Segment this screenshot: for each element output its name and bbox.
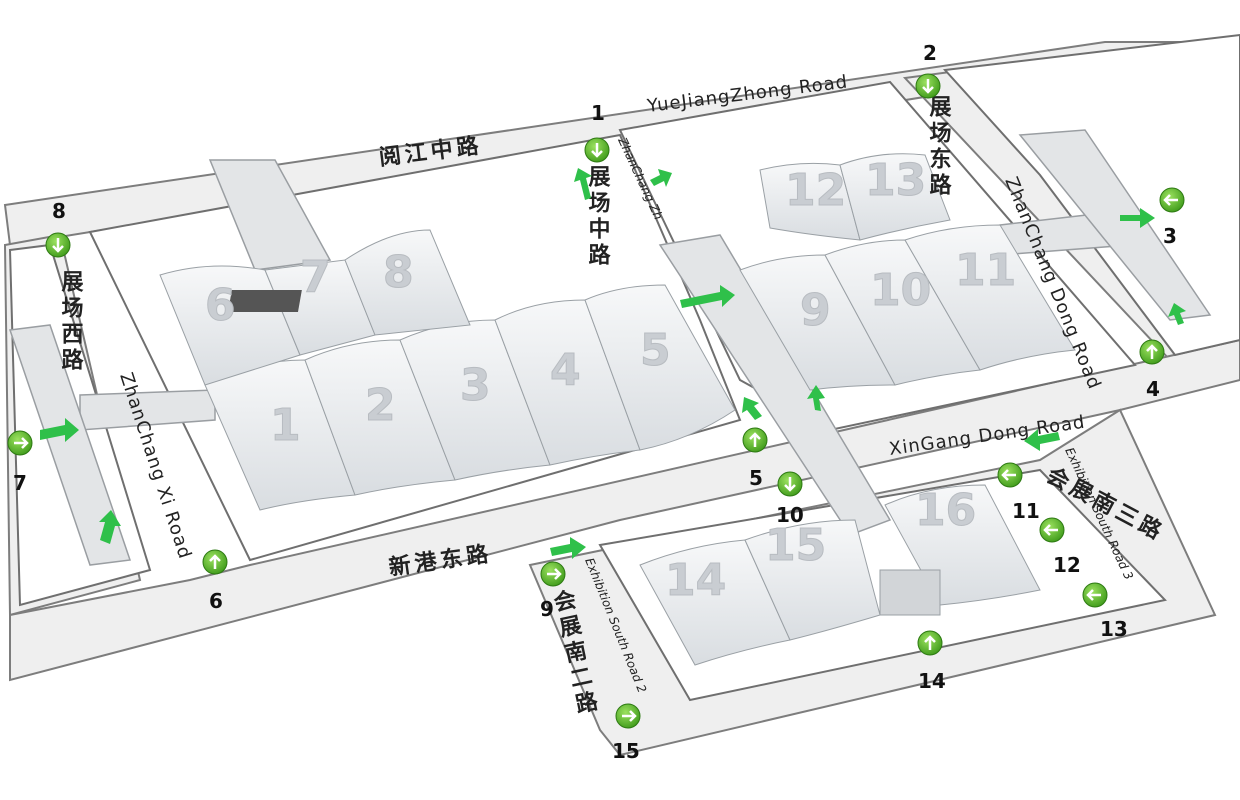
gate-8[interactable]: 8 [45, 199, 71, 258]
walkway-north-west [208, 159, 332, 271]
hall-number-12: 12 [785, 165, 846, 216]
hall-number-16: 16 [915, 485, 976, 536]
green-arrow-icon [742, 397, 762, 420]
gate-number-13: 13 [1100, 617, 1128, 641]
hall-number-15: 15 [765, 520, 826, 571]
gate-5[interactable]: 5 [742, 427, 768, 490]
gate-2[interactable]: 2 [915, 41, 941, 99]
hall-8 [344, 229, 471, 336]
gate-number-1: 1 [591, 101, 605, 125]
hall-13 [839, 153, 951, 241]
walkway-far-west-strip [8, 324, 132, 566]
gate-11[interactable]: 11 [997, 462, 1040, 523]
walkway-central-vertical [658, 234, 892, 536]
gate-number-15: 15 [612, 739, 640, 763]
gate-number-12: 12 [1053, 553, 1081, 577]
hall-number-14: 14 [665, 555, 726, 606]
gate-number-7: 7 [13, 471, 27, 495]
hall-number-8: 8 [383, 247, 414, 298]
hall-number-4: 4 [550, 345, 581, 396]
walkways [8, 129, 1212, 566]
gate-12[interactable]: 12 [1039, 517, 1081, 577]
hall-7-courtyard [227, 290, 302, 312]
gate-number-4: 4 [1146, 377, 1160, 401]
walkway-far-east-strip [1018, 129, 1212, 321]
gate-14[interactable]: 14 [917, 630, 946, 693]
gate-7[interactable]: 7 [7, 430, 33, 495]
hall-number-11: 11 [955, 245, 1016, 296]
gate-15[interactable]: 15 [612, 703, 641, 763]
green-arrow-icon [550, 537, 586, 559]
road-xingang-south [9, 338, 1240, 682]
hall-numbers: 1 2 3 4 5 6 7 8 9 10 11 12 13 14 15 16 [205, 155, 1017, 607]
gate-markers: 1 2 3 4 5 6 [7, 41, 1185, 763]
green-arrow-icon [1024, 429, 1060, 451]
hall-number-5: 5 [640, 325, 671, 376]
green-arrow-icon [1168, 303, 1186, 325]
hall-number-7: 7 [300, 252, 331, 303]
hall-number-10: 10 [870, 265, 931, 316]
hall-16-link [879, 569, 941, 616]
hall-number-1: 1 [270, 400, 301, 451]
gate-number-10: 10 [776, 503, 804, 527]
gate-10[interactable]: 10 [776, 471, 804, 527]
green-arrow-icon [680, 285, 735, 308]
hall-number-9: 9 [800, 285, 831, 336]
gate-6[interactable]: 6 [202, 549, 228, 613]
green-arrow-icon [40, 418, 79, 442]
hall-11 [904, 224, 1076, 371]
gate-number-5: 5 [749, 466, 763, 490]
green-arrow-icon [1120, 208, 1155, 228]
hall-number-3: 3 [460, 360, 491, 411]
road-label-middle-cn: 展场中路 [585, 165, 611, 269]
gate-13[interactable]: 13 [1082, 582, 1128, 641]
hall-5 [584, 284, 736, 451]
gate-number-9: 9 [540, 597, 554, 621]
gate-4[interactable]: 4 [1139, 339, 1165, 401]
green-arrow-icon [574, 168, 592, 200]
gate-number-8: 8 [52, 199, 66, 223]
hall-number-13: 13 [865, 155, 926, 206]
gate-number-14: 14 [918, 669, 946, 693]
gate-number-3: 3 [1163, 224, 1177, 248]
halls-layer [159, 153, 1076, 666]
gate-number-6: 6 [209, 589, 223, 613]
gate-number-11: 11 [1012, 499, 1040, 523]
gate-9[interactable]: 9 [540, 561, 566, 621]
road-label-west-cn: 展场西路 [58, 270, 84, 374]
hall-number-6: 6 [205, 280, 236, 331]
direction-arrows [40, 168, 1186, 559]
gate-number-2: 2 [923, 41, 937, 65]
hall-15 [744, 519, 881, 641]
gate-1[interactable]: 1 [584, 101, 610, 163]
green-arrow-icon [650, 169, 672, 187]
road-label-east-cn: 展场东路 [926, 95, 952, 199]
green-arrow-icon [807, 385, 825, 411]
gate-3[interactable]: 3 [1159, 187, 1185, 248]
green-arrow-icon [99, 510, 121, 544]
hall-number-2: 2 [365, 380, 396, 431]
